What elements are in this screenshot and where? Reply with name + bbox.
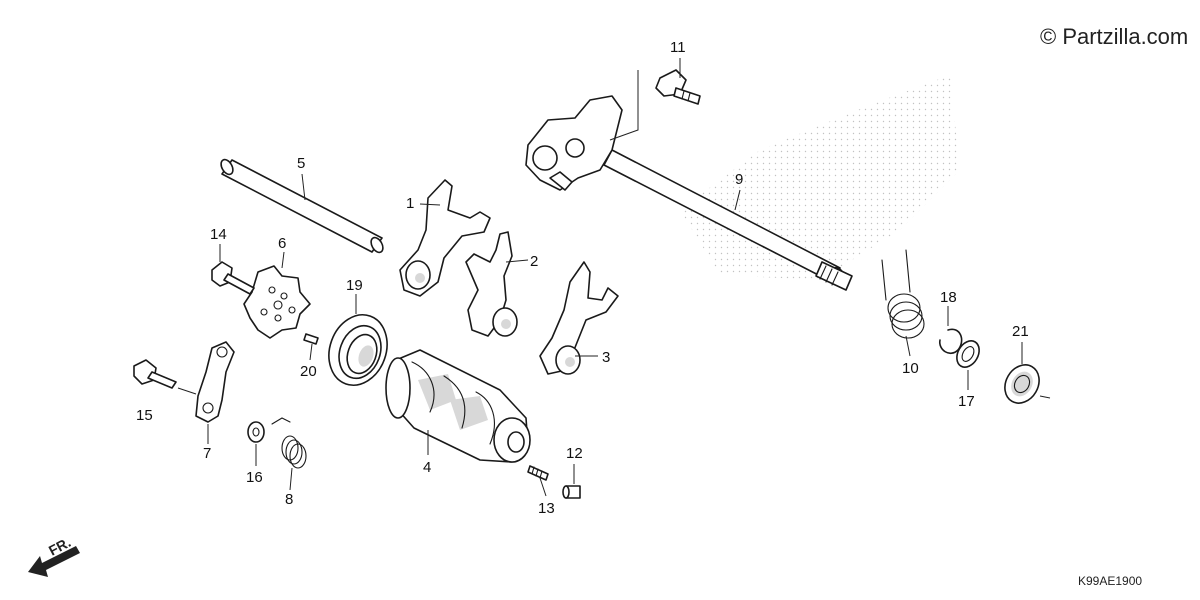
part-3-shift-fork bbox=[539, 261, 619, 375]
part-21-oil-seal bbox=[1004, 364, 1040, 404]
part-15-bolt bbox=[133, 359, 177, 389]
callout-labels: 1 2 3 4 5 6 7 8 9 10 11 12 13 14 15 16 1… bbox=[136, 39, 1029, 517]
callout-7: 7 bbox=[203, 445, 211, 462]
callout-8: 8 bbox=[285, 491, 293, 508]
part-10-spring bbox=[881, 249, 925, 339]
part-20-dowel-pin bbox=[303, 333, 319, 345]
part-5-fork-shaft bbox=[220, 158, 384, 254]
callout-10: 10 bbox=[902, 360, 919, 377]
callout-20: 20 bbox=[300, 363, 317, 380]
part-4-shift-drum bbox=[385, 349, 531, 463]
part-1-shift-fork bbox=[399, 179, 491, 297]
part-11-bolt bbox=[655, 69, 701, 105]
callout-21: 21 bbox=[1012, 323, 1029, 340]
callout-11: 11 bbox=[670, 39, 686, 56]
front-direction-arrow-icon: FR. bbox=[28, 534, 80, 577]
part-17-washer bbox=[956, 340, 980, 368]
part-6-segment-plate bbox=[243, 265, 311, 339]
callout-9: 9 bbox=[735, 171, 743, 188]
callout-3: 3 bbox=[602, 349, 610, 366]
callout-6: 6 bbox=[278, 235, 286, 252]
callout-15: 15 bbox=[136, 407, 153, 424]
part-13-spring bbox=[527, 465, 549, 481]
part-8-return-spring bbox=[271, 417, 307, 469]
callout-19: 19 bbox=[346, 277, 363, 294]
part-19-bearing bbox=[328, 314, 388, 386]
callout-16: 16 bbox=[246, 469, 263, 486]
copyright-text: © Partzilla.com bbox=[1040, 24, 1188, 49]
part-12-pin bbox=[562, 485, 581, 499]
part-16-washer bbox=[247, 421, 265, 443]
shading-dots bbox=[680, 75, 960, 280]
part-7-stopper-arm bbox=[195, 341, 235, 423]
callout-18: 18 bbox=[940, 289, 957, 306]
callout-13: 13 bbox=[538, 500, 555, 517]
part-9-shift-spindle bbox=[525, 95, 853, 291]
diagram-code: K99AE1900 bbox=[1078, 574, 1142, 588]
part-2-shift-fork bbox=[465, 231, 518, 337]
callout-4: 4 bbox=[423, 459, 431, 476]
part-14-bolt bbox=[211, 261, 255, 295]
callout-5: 5 bbox=[297, 155, 305, 172]
callout-17: 17 bbox=[958, 393, 975, 410]
leader-lines bbox=[177, 58, 1051, 497]
callout-12: 12 bbox=[566, 445, 583, 462]
callout-14: 14 bbox=[210, 226, 227, 243]
callout-2: 2 bbox=[530, 253, 538, 270]
callout-1: 1 bbox=[406, 195, 414, 212]
